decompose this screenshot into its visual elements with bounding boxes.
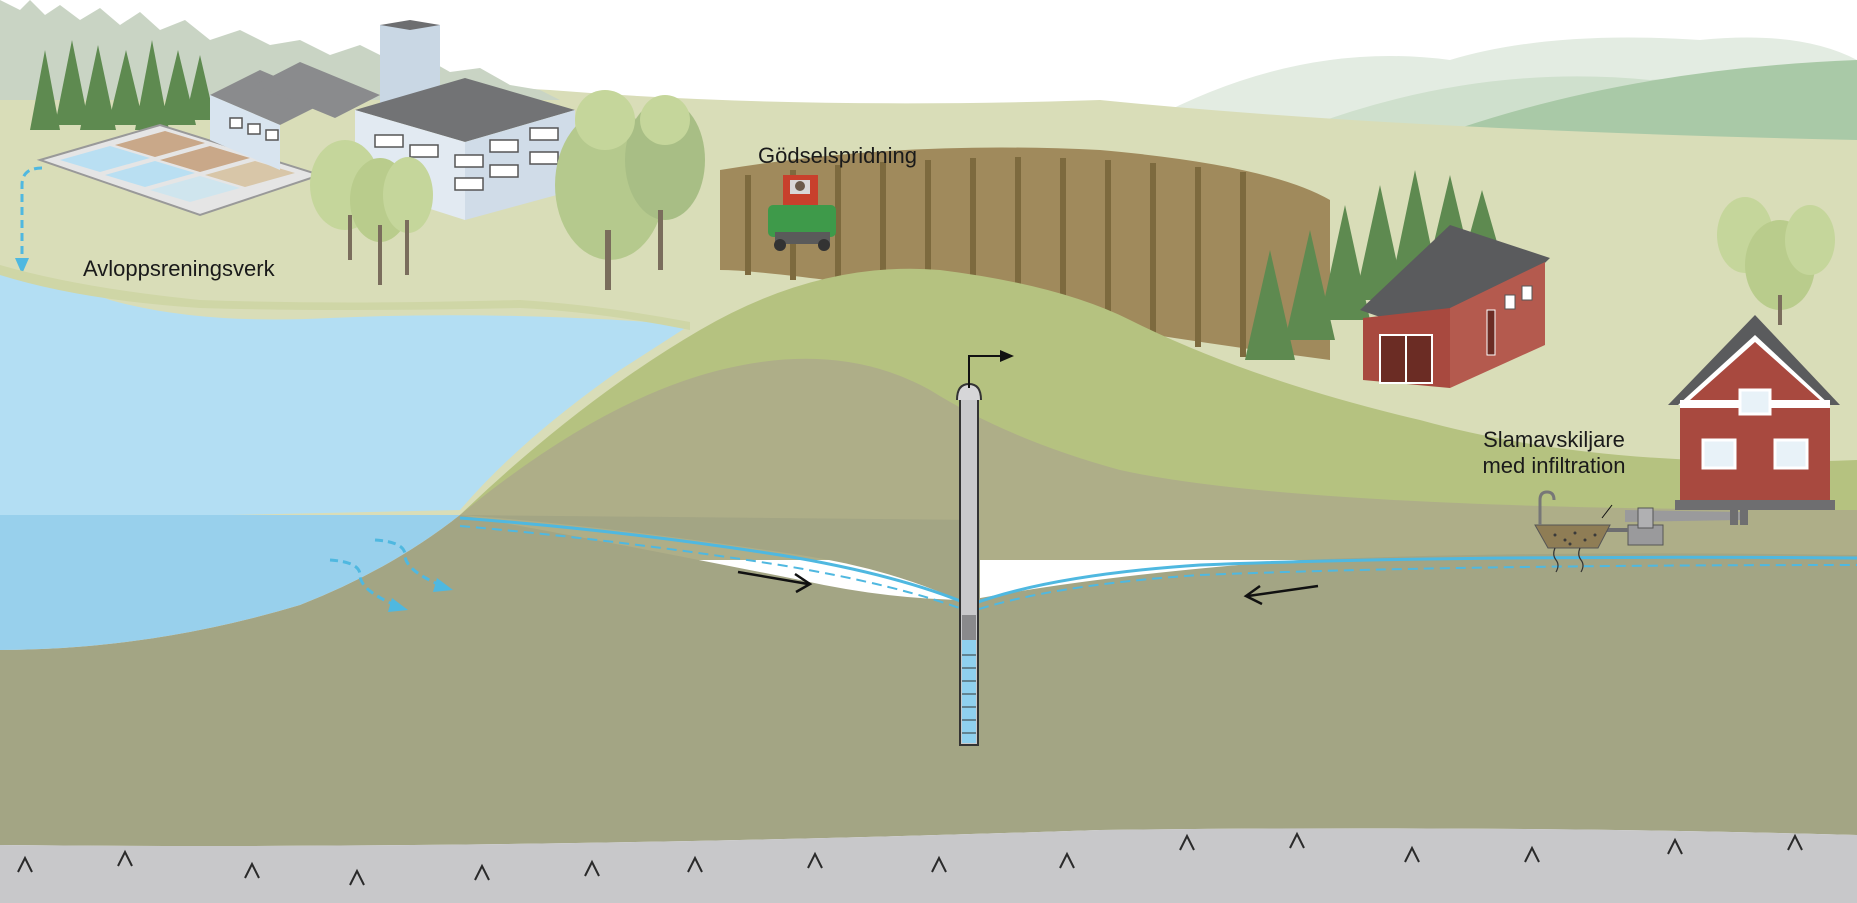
groundwater-table xyxy=(459,516,1857,607)
tractor-icon xyxy=(768,175,836,251)
crop-field xyxy=(720,147,1330,360)
label-manure-spreading: Gödselspridning xyxy=(758,143,917,168)
bedrock-symbols xyxy=(17,831,1803,886)
label-treatment-plant: Avloppsreningsverk xyxy=(83,256,275,281)
label-septic-line1: Slamavskiljare xyxy=(1483,427,1625,452)
conifer-forest-left xyxy=(30,40,215,130)
septic-tank-icon xyxy=(1534,490,1748,573)
saturated-zone xyxy=(0,515,1857,846)
label-septic-line2: med infiltration xyxy=(1482,453,1626,478)
deciduous-trees-right xyxy=(1717,197,1835,325)
unsaturated-zone xyxy=(460,358,1857,560)
seepage-arrowheads xyxy=(15,258,453,612)
flow-arrow-icon xyxy=(737,570,1319,606)
house-icon xyxy=(1668,315,1840,510)
barn-icon xyxy=(1360,225,1550,388)
bedrock xyxy=(0,828,1857,903)
groundwater-table-dashed xyxy=(459,525,1857,614)
lake-deep xyxy=(0,515,460,650)
lake-shore xyxy=(0,265,690,330)
well-pipe-icon xyxy=(956,350,1014,746)
lake-surface xyxy=(0,268,690,520)
deciduous-trees-left xyxy=(310,90,705,290)
label-septic-system: Slamavskiljare med infiltration xyxy=(1478,427,1630,479)
treatment-plant-icon xyxy=(36,20,575,220)
seepage-arrows xyxy=(20,166,441,607)
cone-of-depression xyxy=(460,515,980,610)
